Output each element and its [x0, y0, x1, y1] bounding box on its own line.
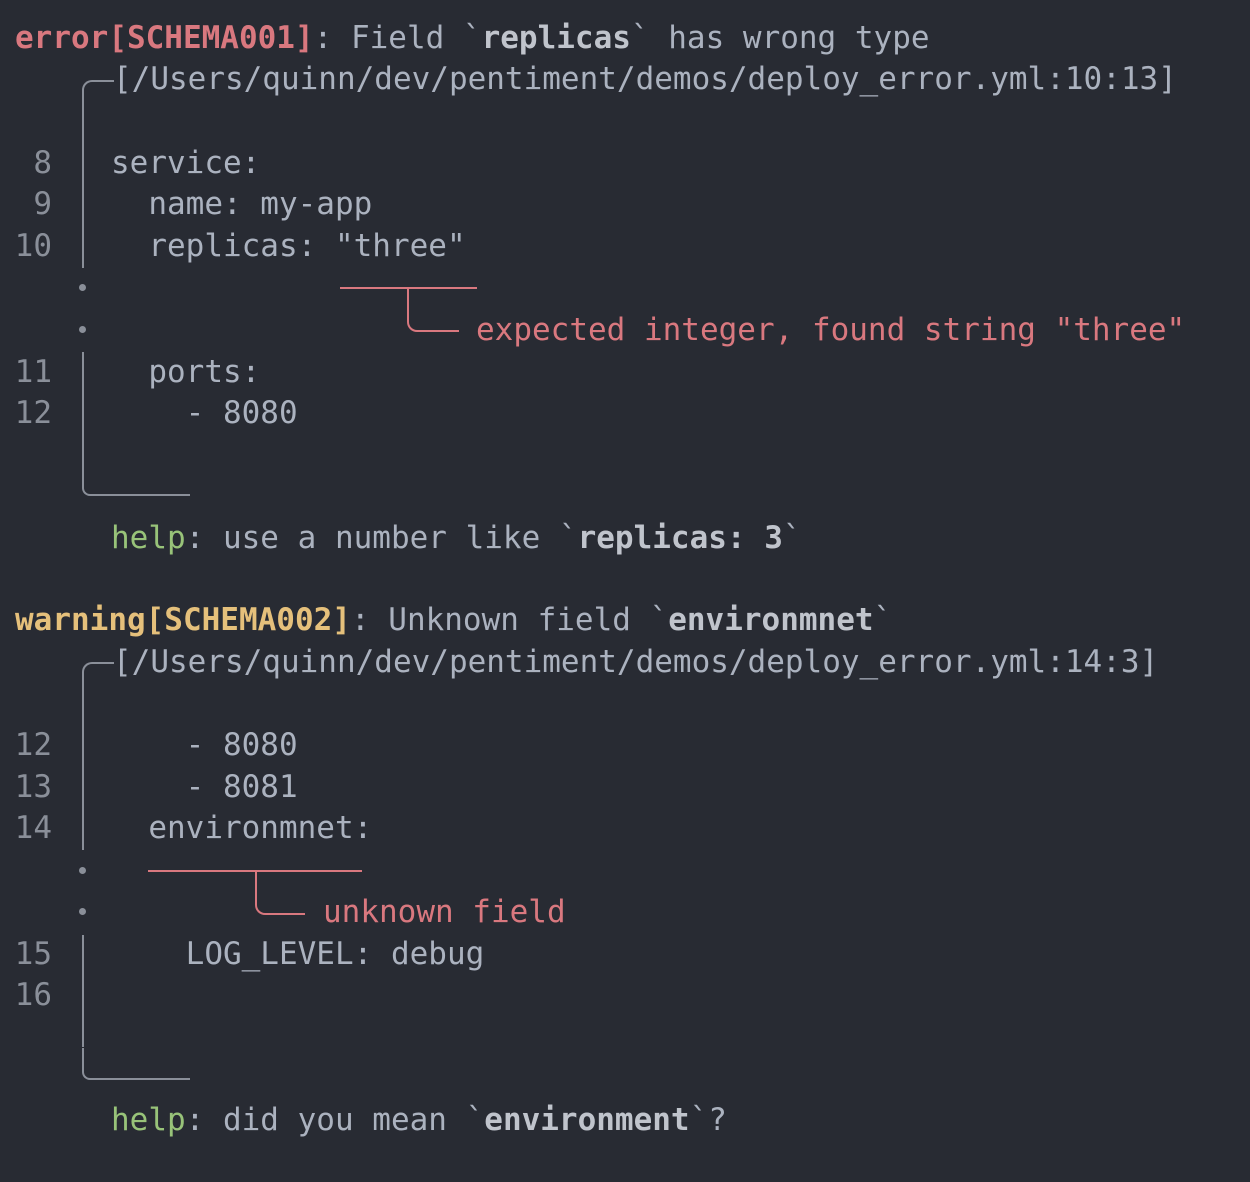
warning-code: warning[SCHEMA002]	[15, 602, 351, 638]
help-text-suffix: `	[782, 520, 802, 556]
code-line: service:	[111, 145, 261, 181]
line-number: 12	[14, 727, 52, 763]
warning-header: warning[SCHEMA002]: Unknown field `envir…	[15, 600, 892, 640]
warning-message-suffix: `	[873, 602, 893, 638]
error-message-prefix: : Field `	[313, 20, 482, 56]
line-number: 8	[33, 145, 52, 181]
code-line: - 8080	[111, 727, 298, 763]
gutter-line	[82, 935, 84, 1047]
help-label: help	[111, 1102, 186, 1138]
code-line: replicas: "three"	[111, 228, 466, 264]
error-code: error[SCHEMA001]	[15, 20, 314, 56]
code-line: ports:	[111, 354, 261, 390]
warning-field-name: environmnet	[668, 602, 874, 638]
error-label: expected integer, found string "three"	[476, 312, 1186, 348]
warning-help: help: did you mean `environment`?	[111, 1100, 727, 1140]
error-header: error[SCHEMA001]: Field `replicas` has w…	[15, 18, 930, 58]
help-text: : did you mean `	[185, 1102, 485, 1138]
gutter-line	[82, 352, 84, 464]
line-number: 15	[14, 936, 52, 972]
error-location[interactable]: [/Users/quinn/dev/pentiment/demos/deploy…	[113, 61, 1177, 97]
code-line: name: my-app	[111, 186, 373, 222]
gutter-dot	[79, 908, 86, 915]
error-message-suffix: ` has wrong type	[630, 20, 930, 56]
line-number: 9	[33, 186, 52, 222]
code-line: - 8081	[111, 769, 298, 805]
code-line: - 8080	[111, 395, 298, 431]
help-label: help	[111, 520, 186, 556]
error-help: help: use a number like `replicas: 3`	[111, 518, 802, 558]
warning-location[interactable]: [/Users/quinn/dev/pentiment/demos/deploy…	[113, 644, 1159, 680]
warning-label: unknown field	[323, 894, 566, 930]
warning-message-prefix: : Unknown field `	[350, 602, 669, 638]
gutter-dot	[79, 867, 86, 874]
line-number: 12	[14, 395, 52, 431]
gutter-line	[82, 690, 84, 850]
help-code: environment	[484, 1102, 690, 1138]
gutter-corner-bottom	[82, 464, 190, 496]
gutter-dot	[79, 284, 86, 291]
gutter-corner-bottom	[82, 1048, 190, 1080]
help-text-suffix: `?	[689, 1102, 727, 1138]
label-connector	[407, 288, 459, 332]
line-number: 16	[14, 977, 52, 1013]
gutter-line	[82, 108, 84, 268]
error-field-name: replicas	[481, 20, 631, 56]
gutter-dot	[79, 326, 86, 333]
line-number: 13	[14, 769, 52, 805]
line-number: 14	[14, 810, 52, 846]
help-code: replicas: 3	[577, 520, 783, 556]
line-number: 11	[14, 354, 52, 390]
gutter-corner-top	[82, 662, 114, 694]
help-text: : use a number like `	[185, 520, 578, 556]
code-line: environmnet:	[111, 810, 373, 846]
line-number: 10	[14, 228, 52, 264]
code-line: LOG_LEVEL: debug	[111, 936, 485, 972]
label-connector	[255, 871, 305, 915]
gutter-corner-top	[82, 80, 114, 112]
